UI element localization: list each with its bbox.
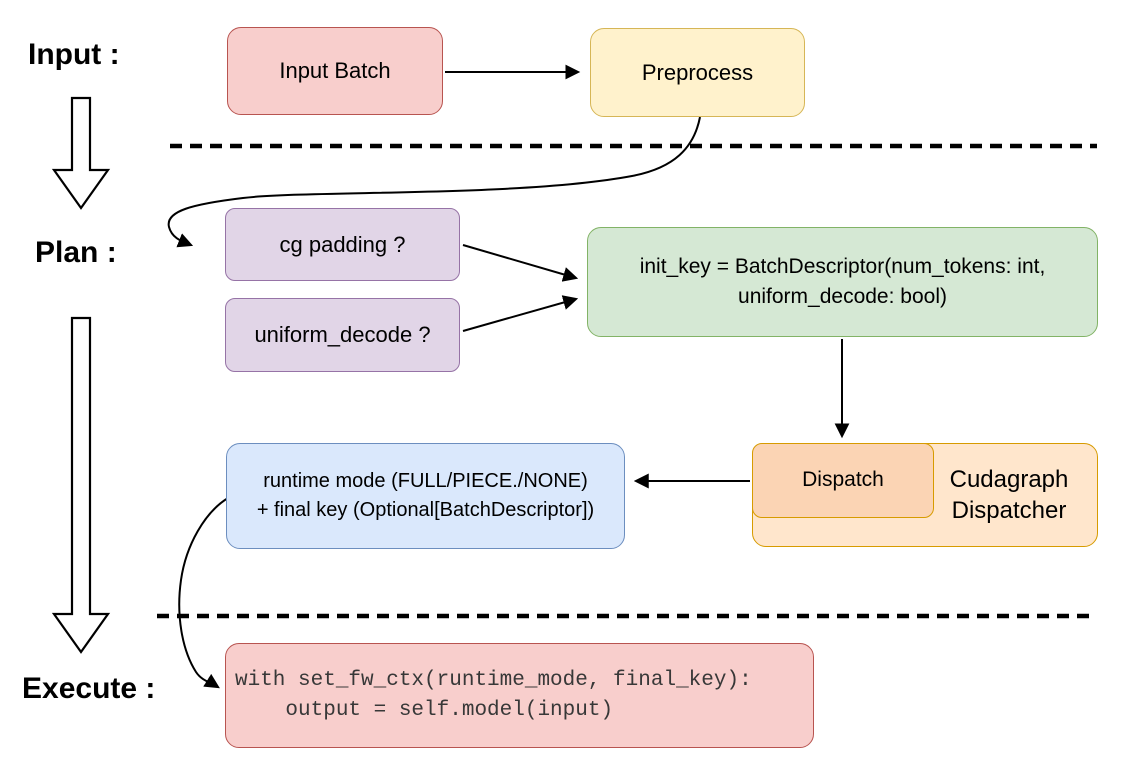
input-to-plan-arrow [51,96,111,210]
node-cg-padding-label: cg padding ? [279,231,406,257]
node-runtime-mode-line2: + final key (Optional[BatchDescriptor]) [256,499,595,521]
node-dispatch-label: Dispatch [802,468,884,492]
connector-preprocess-cgpadding [167,116,701,248]
execute-code-line2: output = self.model(input) [235,698,614,722]
node-cudagraph-line2: Dispatcher [951,497,1067,524]
node-input-batch: Input Batch [227,27,443,115]
node-init-key-line1: init_key = BatchDescriptor(num_tokens: i… [639,255,1046,278]
execute-code-line1: with set_fw_ctx(runtime_mode, final_key)… [235,668,752,692]
section-label-input: Input : [28,38,120,71]
section-label-plan: Plan : [35,236,117,269]
node-init-key: init_key = BatchDescriptor(num_tokens: i… [587,227,1098,337]
node-input-batch-label: Input Batch [279,58,391,84]
node-init-key-line2: uniform_decode: bool) [738,285,947,308]
node-runtime-mode: runtime mode (FULL/PIECE./NONE) + final … [226,443,625,549]
node-execute-code: with set_fw_ctx(runtime_mode, final_key)… [225,643,814,748]
node-preprocess-label: Preprocess [641,59,754,85]
node-preprocess: Preprocess [590,28,805,117]
section-label-execute: Execute : [22,672,156,705]
connector-runtimemode-executecode [178,497,229,689]
node-runtime-mode-line1: runtime mode (FULL/PIECE./NONE) [263,470,588,492]
node-dispatch: Dispatch [752,443,934,518]
node-uniform-decode: uniform_decode ? [225,298,460,372]
connector-cgpadding-initkey [462,244,579,282]
connector-uniformdecode-initkey [462,295,579,332]
node-cudagraph-line1: Cudagraph [949,466,1069,493]
plan-to-execute-arrow [51,316,111,654]
cudagraph-dispatcher-label: Cudagraph Dispatcher [921,444,1097,546]
node-uniform-decode-label: uniform_decode ? [254,322,431,348]
node-cg-padding: cg padding ? [225,208,460,281]
